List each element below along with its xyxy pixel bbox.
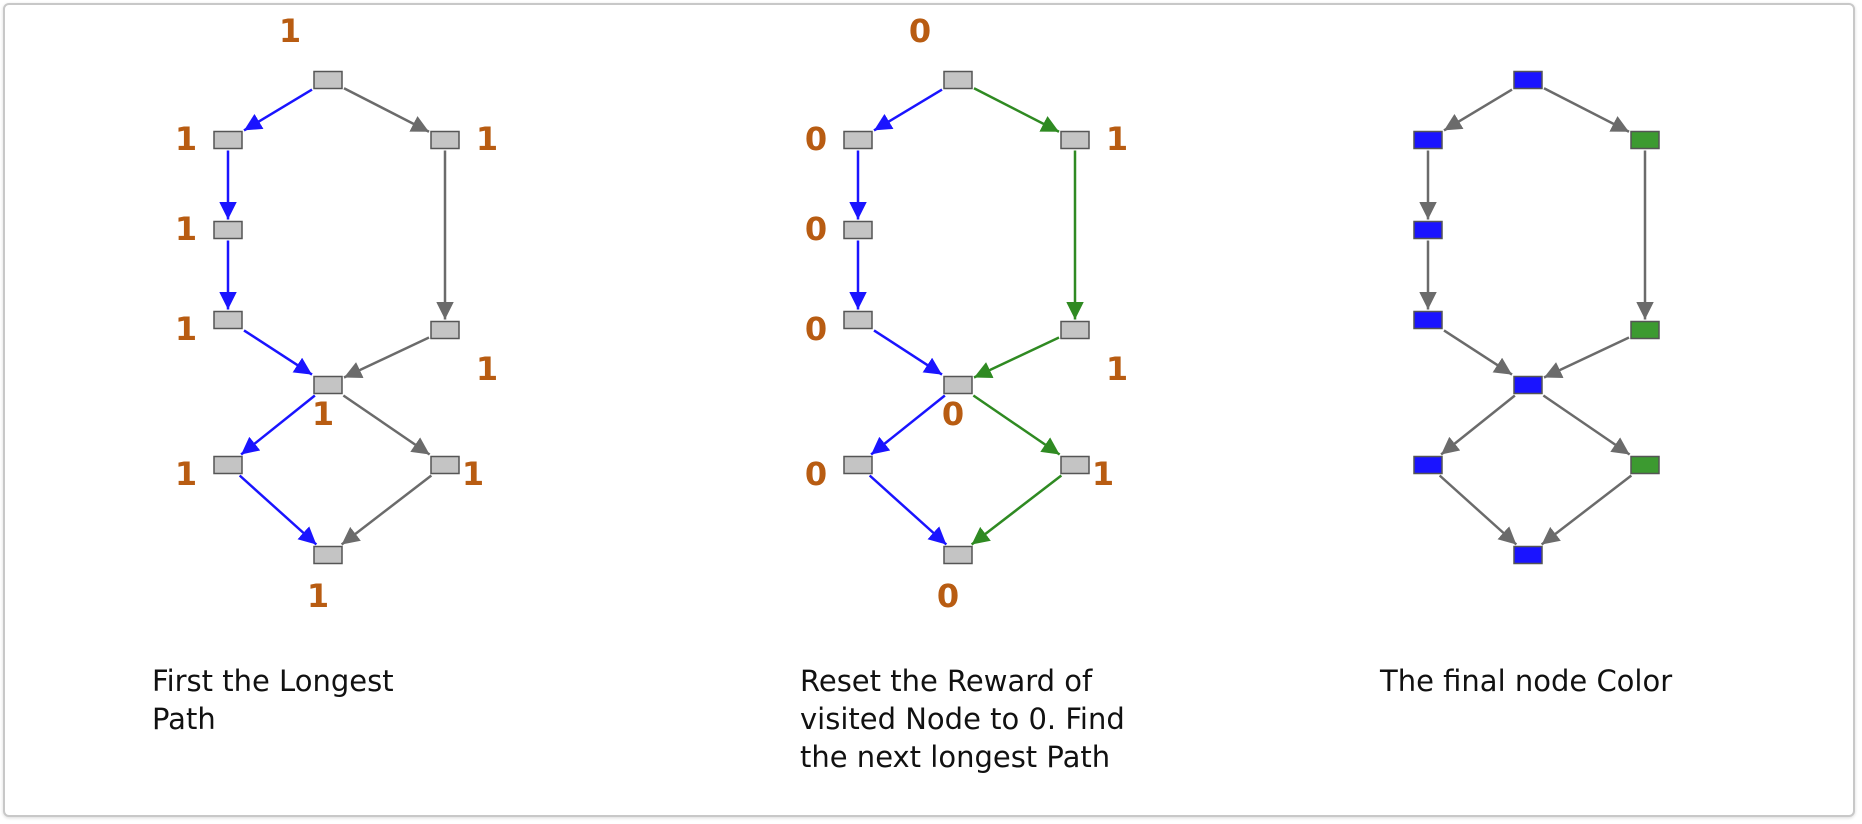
node-9 [313,545,343,565]
panel-3-caption: The final node Color [1380,664,1673,698]
edge-8-9 [1540,474,1633,546]
edge-0-4 [973,87,1060,133]
edge-6-7 [240,394,316,456]
reward-label-node-8: 1 [462,455,484,493]
edge-0-4 [343,87,430,133]
reward-label-node-6: 1 [312,395,334,433]
edge-5-6 [973,336,1060,379]
reward-label-node-2: 0 [805,210,827,248]
figure-frame [3,3,1855,817]
panel-2-caption: Reset the Reward of visited Node to 0. F… [800,664,1125,774]
reward-label-node-7: 0 [805,455,827,493]
reward-label-node-9: 1 [307,577,329,615]
edge-6-8 [972,394,1061,456]
reward-label-node-9: 0 [937,577,959,615]
node-1 [213,130,243,150]
edge-7-9 [868,474,948,546]
reward-label-node-3: 1 [175,310,197,348]
edge-8-9 [340,474,433,546]
reward-label-node-5: 1 [476,350,498,388]
node-8 [430,455,460,475]
reward-label-node-7: 1 [175,455,197,493]
node-6 [1513,375,1543,395]
reward-label-node-2: 1 [175,210,197,248]
edge-7-9 [1438,474,1518,546]
edge-5-6 [1543,336,1630,379]
node-8 [1630,455,1660,475]
node-7 [1413,455,1443,475]
node-6 [943,375,973,395]
node-5 [1630,320,1660,340]
edge-3-6 [243,329,313,376]
edge-0-1 [243,88,313,132]
node-6 [313,375,343,395]
panel-3-graph [1413,70,1660,565]
reward-label-node-0: 1 [279,12,301,50]
reward-label-node-4: 1 [1106,120,1128,158]
edge-0-1 [1443,88,1513,132]
node-4 [1630,130,1660,150]
node-3 [843,310,873,330]
node-5 [1060,320,1090,340]
reward-label-node-4: 1 [476,120,498,158]
edge-6-8 [342,394,431,456]
reward-label-node-1: 1 [175,120,197,158]
node-8 [1060,455,1090,475]
reward-label-node-6: 0 [942,395,964,433]
edge-6-7 [870,394,946,456]
node-2 [843,220,873,240]
node-4 [430,130,460,150]
reward-label-node-5: 1 [1106,350,1128,388]
node-2 [1413,220,1443,240]
reward-label-node-0: 0 [909,12,931,50]
node-1 [843,130,873,150]
node-5 [430,320,460,340]
edge-6-8 [1542,394,1631,456]
node-3 [1413,310,1443,330]
panel-1-caption: First the Longest Path [152,664,394,736]
node-4 [1060,130,1090,150]
reward-label-node-3: 0 [805,310,827,348]
edge-3-6 [873,329,943,376]
edge-5-6 [343,336,430,379]
edge-0-4 [1543,87,1630,133]
edge-3-6 [1443,329,1513,376]
node-9 [1513,545,1543,565]
reward-label-node-1: 0 [805,120,827,158]
panel-2-graph: 0 0 0 0 1 1 0 0 1 0 [805,12,1128,615]
node-0 [1513,70,1543,90]
edge-8-9 [970,474,1063,546]
node-9 [943,545,973,565]
edge-0-1 [873,88,943,132]
edge-6-7 [1440,394,1516,456]
edge-7-9 [238,474,318,546]
reward-label-node-8: 1 [1092,455,1114,493]
node-0 [943,70,973,90]
node-3 [213,310,243,330]
node-7 [843,455,873,475]
node-7 [213,455,243,475]
node-0 [313,70,343,90]
node-1 [1413,130,1443,150]
panel-1-graph: 1 1 1 1 1 1 1 1 1 1 [175,12,498,615]
node-2 [213,220,243,240]
